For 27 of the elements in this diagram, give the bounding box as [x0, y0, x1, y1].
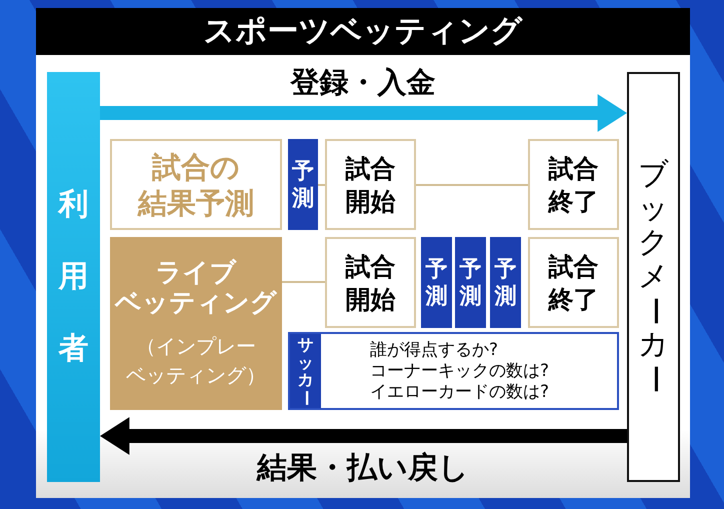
actor-bar: 利用者 [47, 72, 100, 482]
category-tab: サッカー [290, 334, 321, 408]
arrow [100, 94, 627, 132]
step-box: 試合開始 [325, 139, 416, 230]
edge-label: 登録・入金 [290, 64, 436, 101]
question-box [288, 332, 619, 410]
box-heading: ライブベッティング [115, 258, 277, 318]
prediction-tag: 予測 [288, 139, 318, 230]
prediction-tag: 予測 [421, 237, 452, 328]
connector-line [416, 184, 528, 186]
category-box: 試合の結果予測 [110, 139, 282, 230]
title-bar: スポーツベッティング [36, 8, 690, 55]
connector-line [282, 281, 325, 283]
connector-line [318, 184, 325, 186]
step-box: 試合終了 [528, 237, 619, 328]
box-note: （インプレーベッティング） [126, 332, 266, 388]
question-text: コーナーキックの数は? [370, 361, 550, 382]
category-box [110, 237, 282, 410]
step-box: 試合開始 [325, 237, 416, 328]
prediction-tag: 予測 [455, 237, 486, 328]
edge-label: 結果・払い戻し [257, 450, 469, 488]
actor-box: ブックメーカー [627, 72, 680, 482]
question-text: イエローカードの数は? [370, 382, 550, 403]
prediction-tag: 予測 [490, 237, 521, 328]
step-box: 試合終了 [528, 139, 619, 230]
arrow [100, 417, 627, 455]
question-text: 誰が得点するか? [370, 340, 500, 361]
